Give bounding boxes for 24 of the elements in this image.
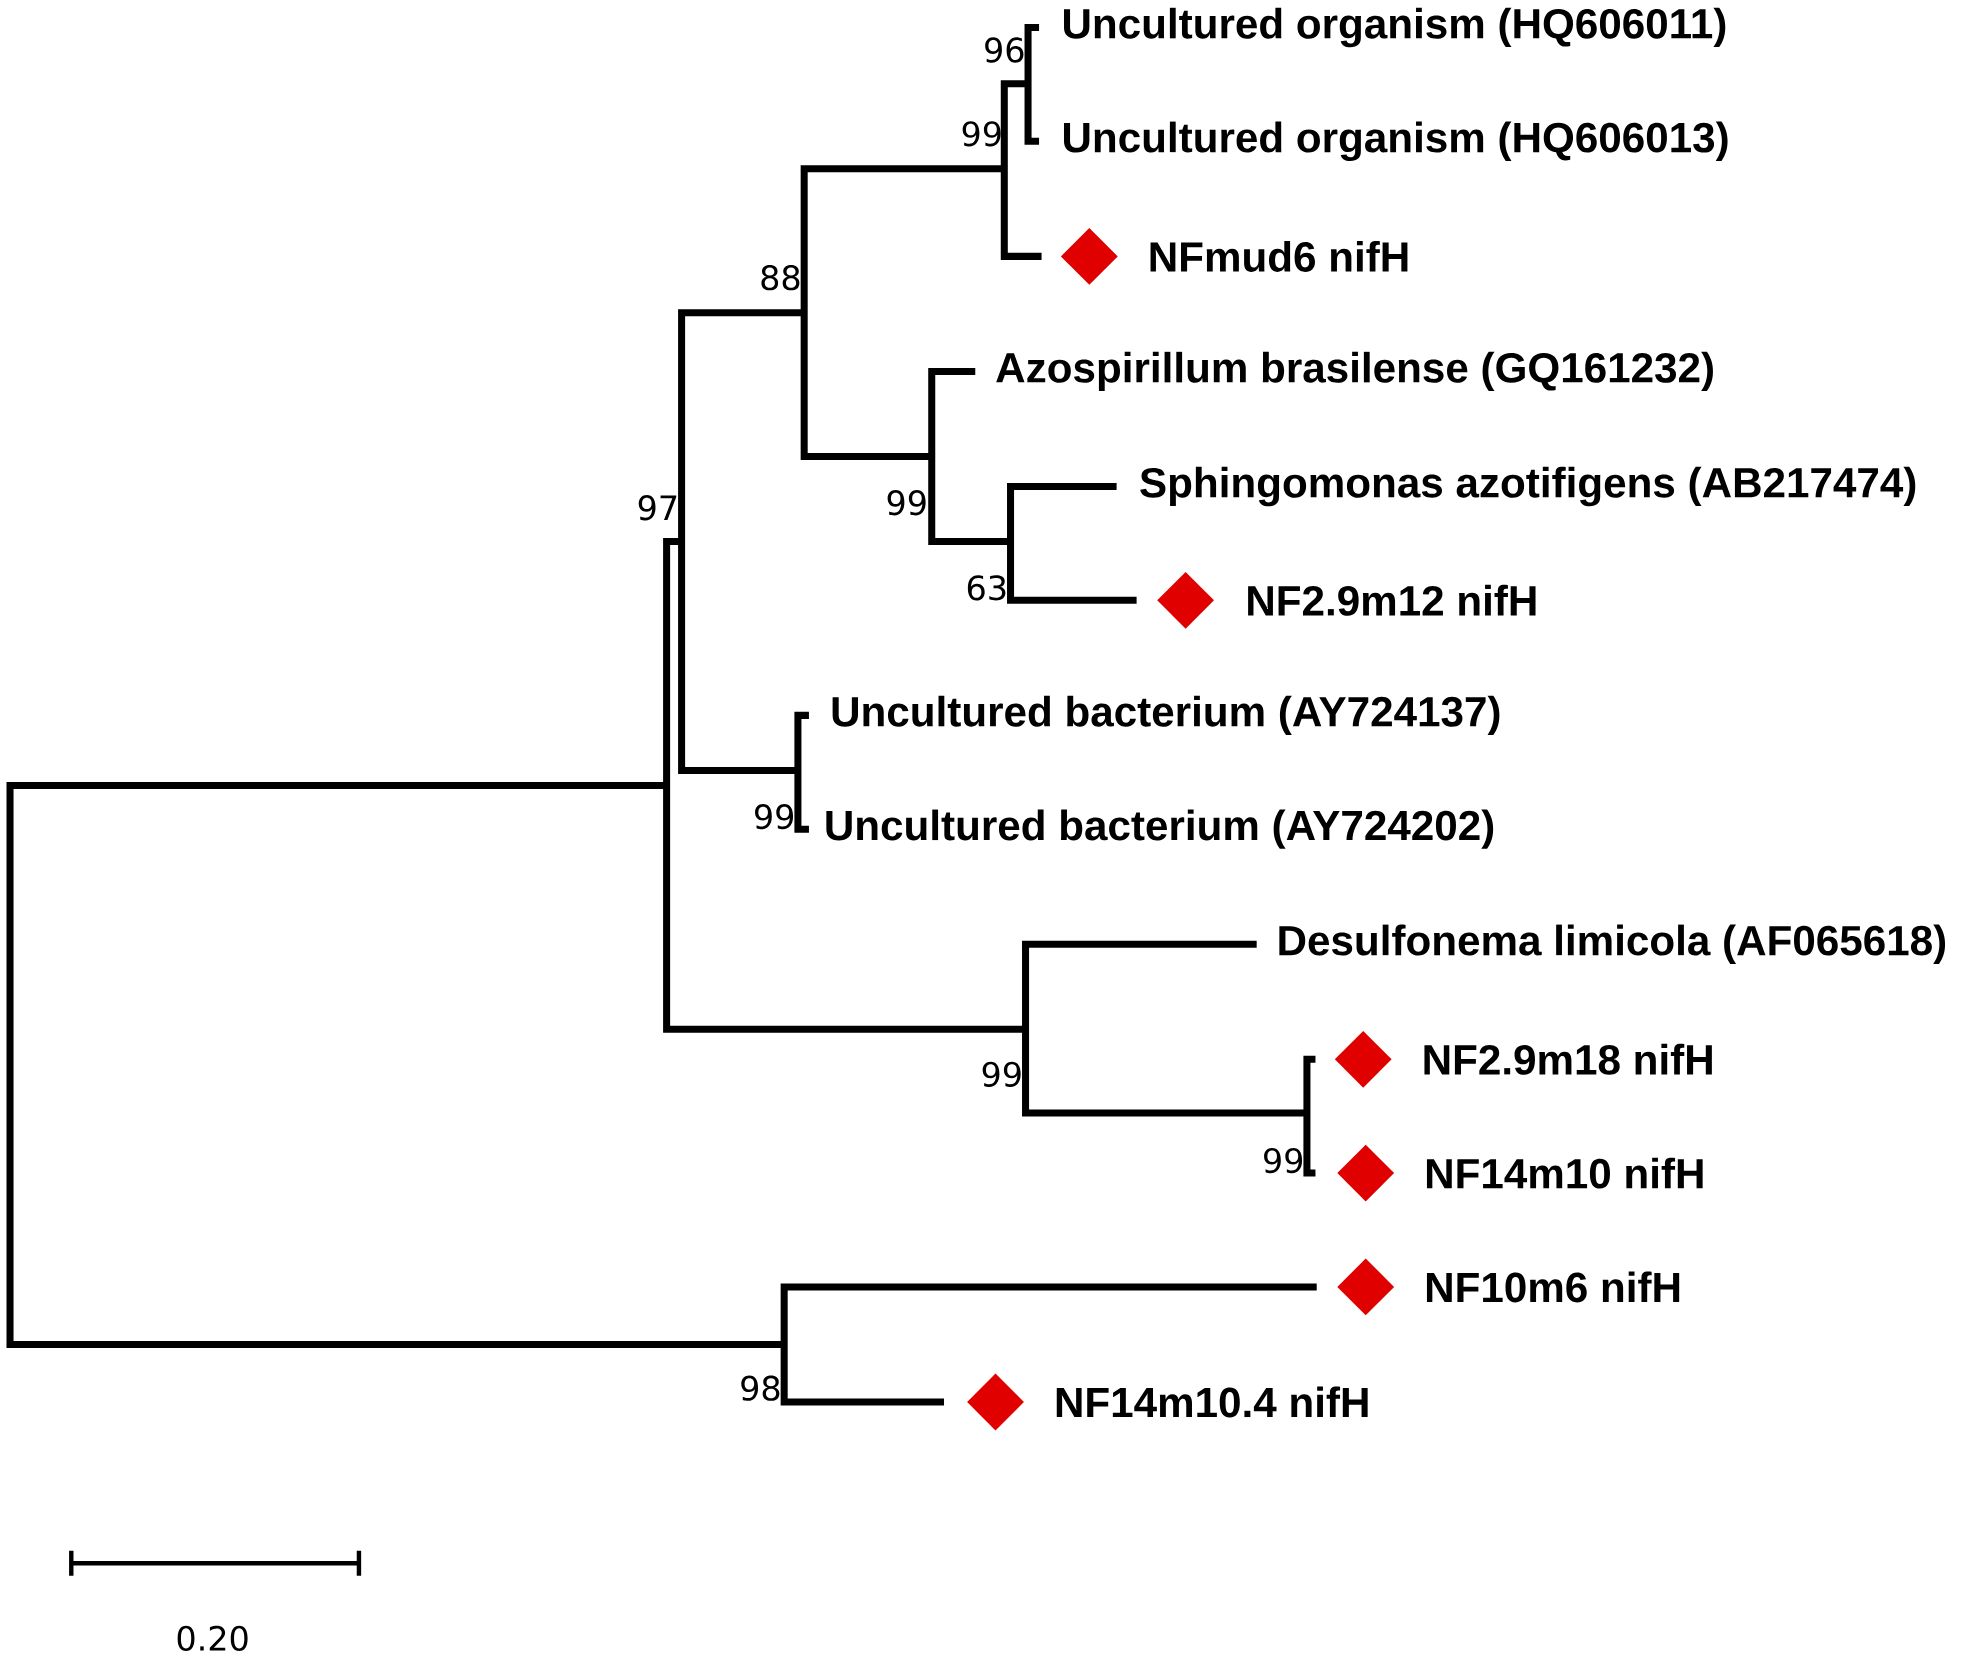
bootstrap-value: 98 (741, 1375, 780, 1401)
taxon-label: NF14m10 nifH (1426, 1157, 1703, 1189)
taxon-label: Uncultured bacterium (AY724137) (832, 695, 1500, 736)
taxon-label: Azospirillum brasilense (GQ161232) (996, 351, 1713, 392)
taxon-label: NF2.9m12 nifH (1248, 584, 1536, 616)
bootstrap-value: 97 (638, 495, 677, 521)
bootstrap-value: 99 (982, 1061, 1021, 1088)
taxon-label: NF10m6 nifH (1426, 1271, 1680, 1303)
bootstrap-value: 99 (755, 804, 794, 830)
taxon-label: Uncultured bacterium (AY724202) (826, 809, 1494, 849)
taxon-label: Uncultured organism (HQ606013) (1064, 121, 1728, 162)
taxon-label: NFmud6 nifH (1150, 241, 1408, 272)
bootstrap-value: 99 (1264, 1148, 1303, 1174)
bootstrap-value: 96 (985, 37, 1024, 63)
scale-label: 0.20 (177, 1625, 248, 1652)
bootstrap-value: 88 (761, 265, 800, 291)
taxon-label: NF14m10.4 nifH (1056, 1386, 1368, 1418)
bootstrap-value: 99 (887, 490, 926, 516)
taxon-label: Desulfonema limicola (AF065618) (1279, 924, 1946, 964)
bootstrap-value: 99 (962, 121, 1001, 147)
taxon-label: Uncultured organism (HQ606011) (1064, 7, 1726, 48)
taxon-label: NF2.9m18 nifH (1424, 1043, 1712, 1075)
taxon-label: Sphingomonas azotifigens (AB217474) (1140, 466, 1916, 507)
bootstrap-value: 63 (967, 575, 1006, 601)
